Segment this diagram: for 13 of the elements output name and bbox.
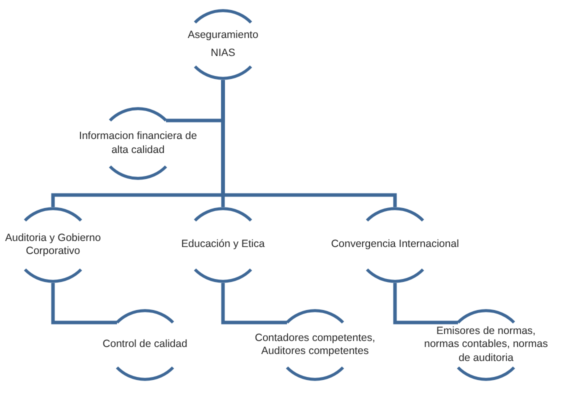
node-text: Informacion financiera de alta calidad — [78, 130, 198, 157]
connector-line — [51, 283, 117, 324]
node-text: NIAS — [210, 46, 236, 60]
node-text: Aseguramiento — [188, 29, 258, 42]
node-text: Convergencia Internacional — [331, 238, 459, 252]
node-text: Educación y Etica — [181, 238, 265, 252]
node-text: Control de calidad — [102, 338, 188, 352]
connector-line — [221, 283, 287, 324]
node-text: Auditoria y Gobierno Corporativo — [4, 232, 102, 258]
node-text: Emisores de normas, normas contables, normas de auditoria — [423, 324, 549, 366]
node-text: Contadores competentes, Auditores competentes — [254, 332, 376, 358]
connector-line — [221, 80, 397, 207]
connector-line — [393, 283, 458, 324]
